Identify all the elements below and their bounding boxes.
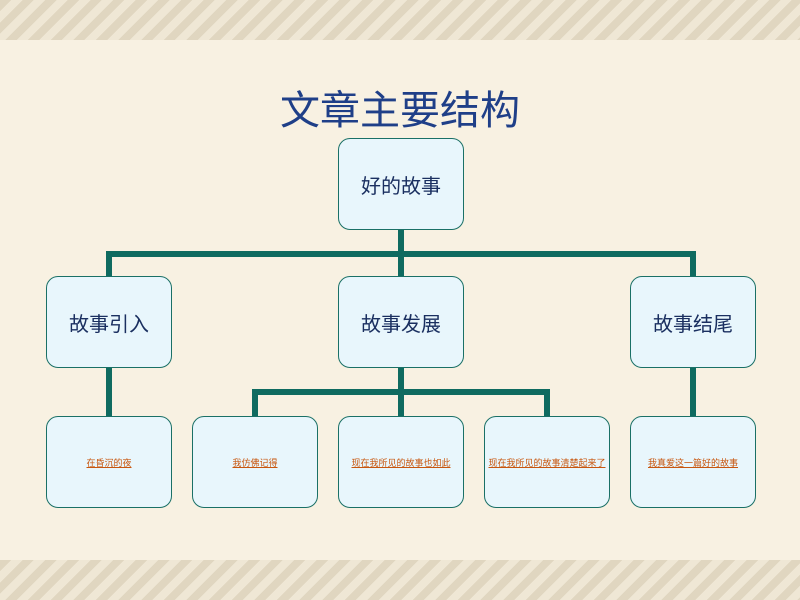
leaf-node: 我真爱这一篇好的故事: [630, 416, 756, 508]
connector: [106, 251, 696, 257]
leaf-node: 我仿佛记得: [192, 416, 318, 508]
node-label: 故事结尾: [653, 311, 733, 336]
slide-title: 文章主要结构: [280, 88, 520, 134]
node-label: 故事发展: [361, 311, 441, 336]
node-development: 故事发展: [338, 276, 464, 368]
leaf-node: 现在我所见的故事也如此: [338, 416, 464, 508]
connector: [690, 251, 696, 277]
leaf-node: 在昏沉的夜: [46, 416, 172, 508]
leaf-link[interactable]: 我仿佛记得: [232, 458, 278, 469]
connector: [544, 389, 550, 416]
connector: [690, 368, 696, 416]
leaf-link[interactable]: 现在我所见的故事也如此: [351, 458, 451, 469]
connector: [106, 251, 112, 277]
connector: [106, 368, 112, 416]
leaf-link[interactable]: 我真爱这一篇好的故事: [647, 458, 738, 469]
decorative-border-top: [0, 0, 800, 40]
leaf-link[interactable]: 现在我所见的故事清楚起来了: [488, 458, 606, 469]
connector: [252, 389, 258, 416]
node-intro: 故事引入: [46, 276, 172, 368]
node-ending: 故事结尾: [630, 276, 756, 368]
connector: [252, 389, 550, 395]
node-label: 故事引入: [69, 311, 149, 336]
node-label: 好的故事: [361, 173, 441, 198]
root-node: 好的故事: [338, 138, 464, 230]
decorative-border-bottom: [0, 560, 800, 600]
leaf-link[interactable]: 在昏沉的夜: [86, 458, 132, 469]
leaf-node: 现在我所见的故事清楚起来了: [484, 416, 610, 508]
